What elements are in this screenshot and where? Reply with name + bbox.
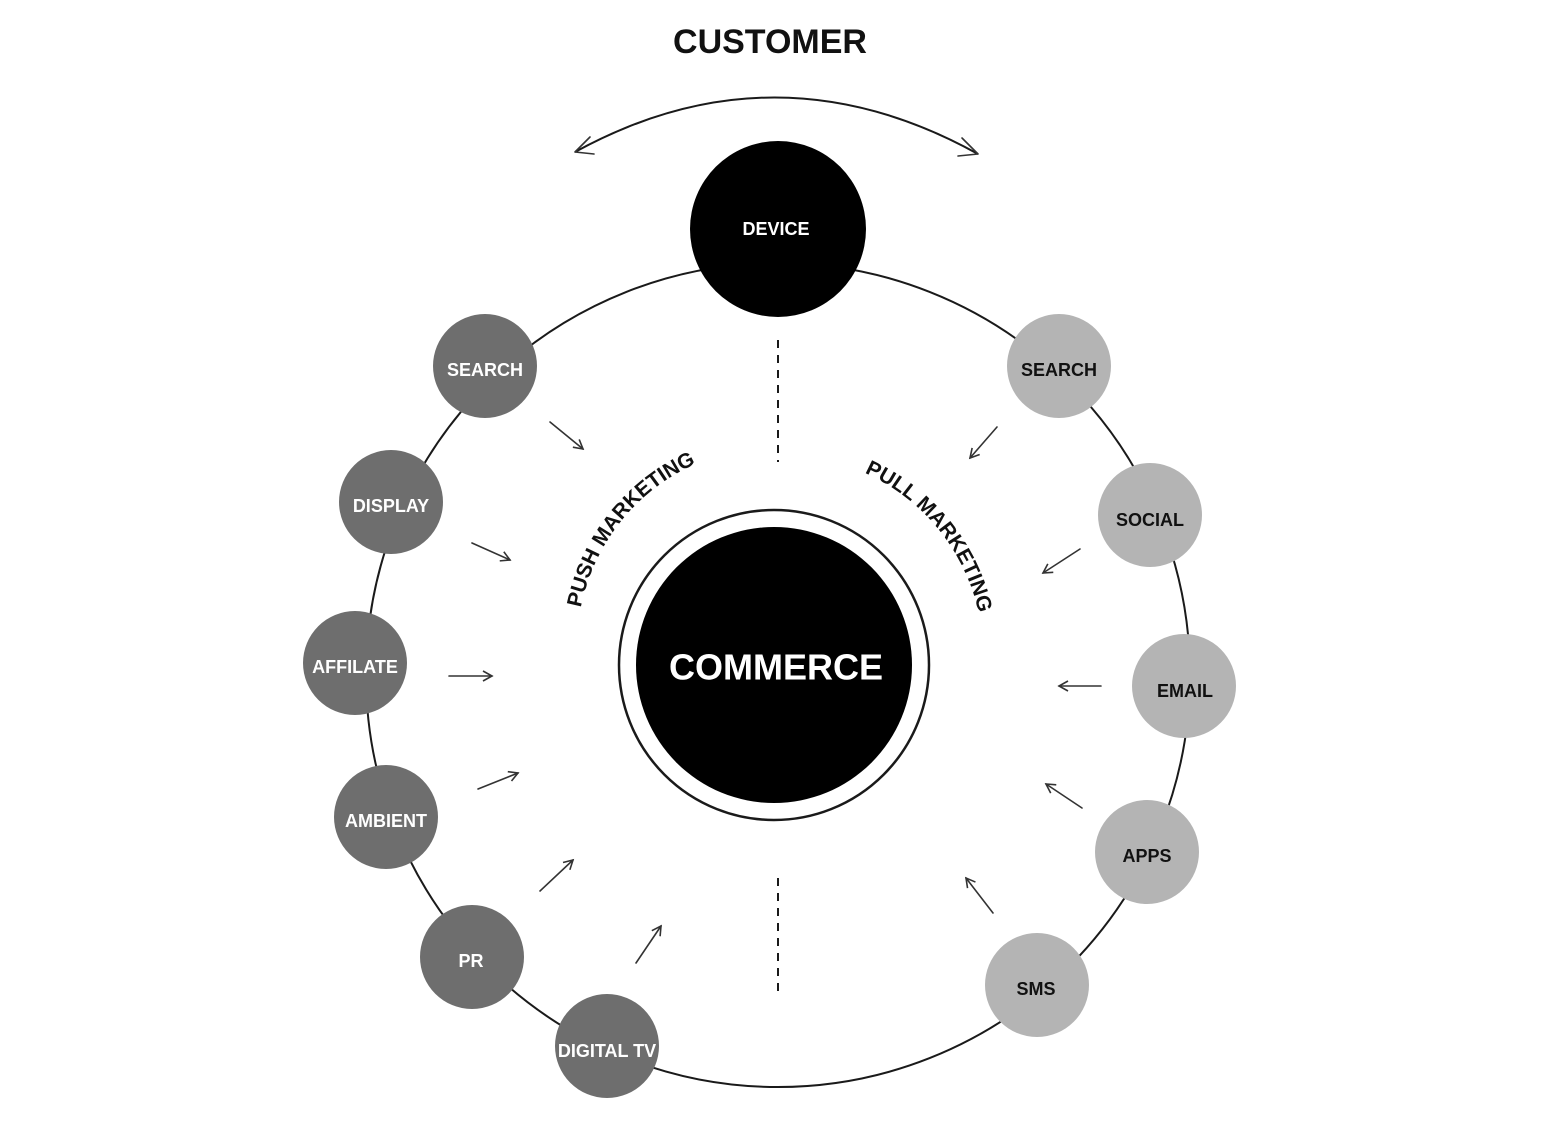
push-affiliate-label: AFFILATE xyxy=(312,657,398,677)
commerce-label: COMMERCE xyxy=(669,647,883,688)
push-pr-circle xyxy=(420,905,524,1009)
pull-apps-circle xyxy=(1095,800,1199,904)
push-search-label: SEARCH xyxy=(447,360,523,380)
pull-sms-label: SMS xyxy=(1016,979,1055,999)
push-display-label: DISPLAY xyxy=(353,496,429,516)
pull-node-social: SOCIAL xyxy=(1098,463,1202,567)
pull-social-label: SOCIAL xyxy=(1116,510,1184,530)
customer-arc xyxy=(574,96,979,155)
device-circle xyxy=(690,141,866,317)
push-ambient-circle xyxy=(334,765,438,869)
customer-arc-left-arrowhead xyxy=(574,136,595,155)
customer-arc-right-arrowhead xyxy=(957,137,979,157)
push-channels: SEARCH DISPLAY AFFILATE AMBIENT PR DIGIT… xyxy=(303,314,659,1098)
push-digital-tv-circle xyxy=(555,994,659,1098)
push-display-circle xyxy=(339,450,443,554)
pull-sms-circle xyxy=(985,933,1089,1037)
push-node-display: DISPLAY xyxy=(339,450,443,554)
pull-search-label: SEARCH xyxy=(1021,360,1097,380)
commerce-circle xyxy=(636,527,912,803)
pull-node-search: SEARCH xyxy=(1007,314,1111,418)
pull-arrow-social xyxy=(1041,548,1081,574)
push-node-search: SEARCH xyxy=(433,314,537,418)
pull-arrow-sms xyxy=(964,876,994,914)
push-digital-tv-label: DIGITAL TV xyxy=(558,1041,656,1061)
push-pr-label: PR xyxy=(458,951,483,971)
push-arrows xyxy=(448,421,662,964)
pull-social-circle xyxy=(1098,463,1202,567)
push-arrow-ambient xyxy=(477,770,520,790)
commerce-node: COMMERCE xyxy=(617,508,931,822)
pull-arrow-search xyxy=(968,426,998,460)
push-search-circle xyxy=(433,314,537,418)
pull-channels: SEARCH SOCIAL EMAIL APPS SMS xyxy=(985,314,1236,1037)
push-arrow-display xyxy=(471,542,512,562)
push-arrow-digital-tv xyxy=(635,924,662,964)
pull-node-apps: APPS xyxy=(1095,800,1199,904)
pull-search-circle xyxy=(1007,314,1111,418)
push-node-pr: PR xyxy=(420,905,524,1009)
pull-arrow-apps xyxy=(1044,783,1083,809)
customer-title: CUSTOMER xyxy=(673,23,867,61)
device-label: DEVICE xyxy=(742,219,809,239)
pull-node-email: EMAIL xyxy=(1132,634,1236,738)
push-arrow-search xyxy=(549,421,585,451)
push-node-digital-tv: DIGITAL TV xyxy=(555,994,659,1098)
pull-arrows xyxy=(964,426,1102,914)
push-arrow-pr xyxy=(539,858,575,892)
push-ambient-label: AMBIENT xyxy=(345,811,427,831)
device-node: DEVICE xyxy=(690,141,866,317)
push-affiliate-circle xyxy=(303,611,407,715)
push-node-affiliate: AFFILATE xyxy=(303,611,407,715)
push-node-ambient: AMBIENT xyxy=(334,765,438,869)
pull-apps-label: APPS xyxy=(1122,846,1171,866)
pull-email-label: EMAIL xyxy=(1157,681,1213,701)
pull-node-sms: SMS xyxy=(985,933,1089,1037)
pull-email-circle xyxy=(1132,634,1236,738)
